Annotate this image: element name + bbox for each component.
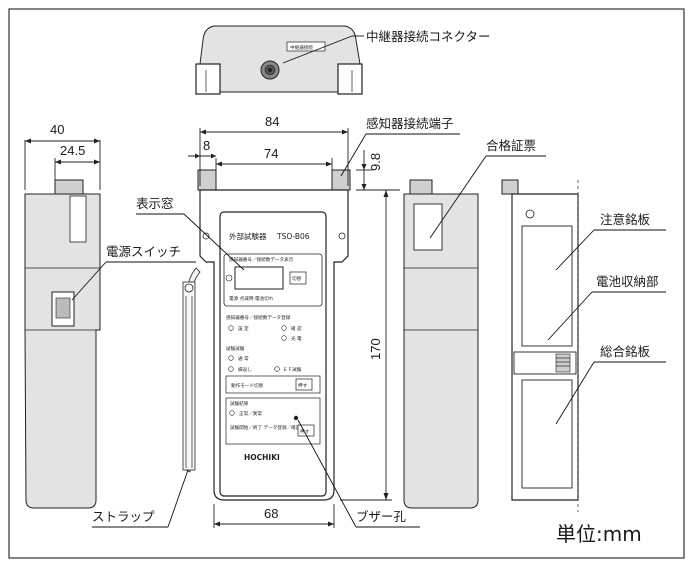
left-side-view [24, 179, 101, 509]
label-general-plate: 総合銘板 [600, 344, 651, 359]
caution-plate [521, 225, 573, 347]
led-line: 電源 点滅時:電池切れ [229, 295, 274, 302]
general-plate [521, 379, 573, 489]
display-window [234, 266, 284, 290]
start-label: 試験開始／終了 データ登録／確認 [230, 424, 301, 431]
start-push-button[interactable] [297, 424, 315, 437]
dim-front-offset: 8 [203, 138, 210, 153]
label-caution-plate: 注意銘板 [600, 212, 651, 227]
dim-top-height: 9.8 [368, 153, 383, 171]
dim-side-inner: 24.5 [60, 143, 85, 158]
label-strap: ストラップ [92, 509, 155, 524]
label-relay-connector: 中継器接続コネクター [366, 29, 491, 44]
dim-side-width: 40 [50, 122, 64, 137]
test-header: 試験試験 [226, 345, 245, 352]
brand-logo: HOCHIKI [244, 453, 280, 462]
svg-text:押す: 押す [298, 382, 308, 389]
panel-title: 外部試験器 [229, 231, 267, 241]
svg-text:光 電: 光 電 [291, 335, 302, 342]
switch-button[interactable] [289, 271, 307, 285]
display-caption: 感知器番号／接続数データ表示 [229, 256, 294, 263]
buzzer-hole [293, 415, 299, 421]
unit-label: 単位:mm [556, 522, 642, 546]
panel-model: TSO-B06 [276, 232, 310, 241]
label-power-switch: 電源スイッチ [106, 244, 181, 259]
svg-text:切替: 切替 [292, 275, 302, 282]
label-display-window: 表示窓 [136, 196, 174, 211]
front-view: 外部試験器 TSO-B06 感知器番号／接続数データ表示 切替 電源 点滅時:電… [197, 169, 351, 501]
svg-text:設 定: 設 定 [238, 325, 249, 332]
svg-text:確 認: 確 認 [291, 325, 302, 332]
svg-text:繰返し: 繰返し [238, 366, 252, 373]
label-buzzer-hole: ブザー孔 [356, 509, 407, 524]
svg-text:正常／異常: 正常／異常 [239, 410, 262, 417]
svg-text:ＥＦ試験: ＥＦ試験 [283, 366, 302, 373]
result-header: 試験結果 [230, 400, 249, 407]
mode-push-button[interactable] [295, 378, 313, 391]
svg-text:通 常: 通 常 [238, 355, 249, 362]
connector-tag: 中継器接続 [290, 44, 313, 51]
mode-switch-label: 動作モード切替 [231, 382, 264, 389]
diagram-frame [8, 8, 685, 559]
top-view: 中継器接続 [195, 25, 363, 95]
record-header: 感知器番号／接続数データ登録 [226, 314, 291, 321]
label-inspection-certificate: 合格証票 [486, 138, 536, 153]
dim-front-inner: 74 [264, 146, 278, 161]
svg-text:押す: 押す [300, 428, 310, 435]
strap [182, 267, 201, 473]
dim-front-width: 84 [265, 114, 279, 129]
dim-bottom-width: 68 [264, 506, 278, 521]
right-side-view [403, 179, 479, 509]
back-view [501, 179, 579, 512]
dim-body-height: 170 [368, 338, 383, 360]
label-sensor-terminal: 感知器接続端子 [366, 116, 454, 131]
label-battery-compartment: 電池収納部 [596, 274, 659, 289]
